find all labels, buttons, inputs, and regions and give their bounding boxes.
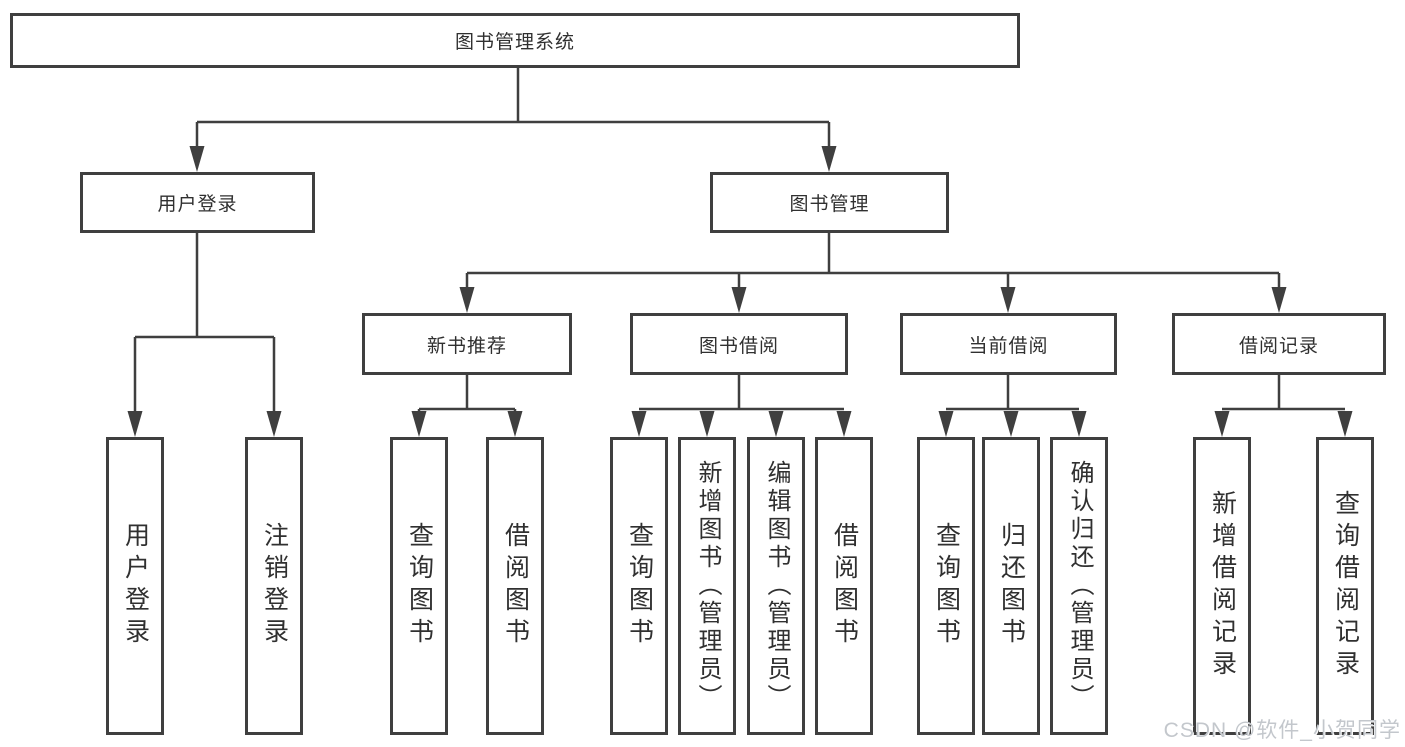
arrowhead-icon — [699, 411, 715, 437]
node-user-login-label: 用户登录 — [157, 194, 238, 215]
node-new-book-recommend: 新书推荐 — [362, 313, 572, 375]
node-borrow-records-label: 借阅记录 — [1238, 335, 1319, 357]
leaf-return-book-label: 归还图书 — [997, 522, 1026, 650]
arrowhead-icon — [768, 411, 784, 437]
node-borrow-records: 借阅记录 — [1172, 313, 1386, 375]
arrowhead-icon — [836, 411, 852, 437]
leaf-query-books-borrowing: 查询图书 — [610, 437, 668, 735]
node-user-login: 用户登录 — [80, 172, 315, 233]
arrowhead-icon — [1337, 411, 1353, 437]
leaf-add-borrow-record: 新增借阅记录 — [1193, 437, 1251, 735]
arrowhead-icon — [411, 411, 427, 437]
arrowhead-icon — [1071, 411, 1087, 437]
leaf-logout: 注销登录 — [245, 437, 303, 735]
leaf-query-books-current: 查询图书 — [917, 437, 975, 735]
edges-new-book-recommend — [411, 375, 523, 437]
leaf-borrow-books-borrowing: 借阅图书 — [815, 437, 873, 735]
arrowhead-icon — [731, 287, 747, 313]
arrowhead-icon — [507, 411, 523, 437]
leaf-borrow-books-recommend-label: 借阅图书 — [501, 522, 530, 650]
leaf-borrow-books-recommend: 借阅图书 — [486, 437, 544, 735]
edges-root — [189, 68, 837, 172]
node-book-management: 图书管理 — [710, 172, 949, 233]
arrowhead-icon — [1214, 411, 1230, 437]
arrowhead-icon — [631, 411, 647, 437]
arrowhead-icon — [459, 287, 475, 313]
leaf-user-login: 用户登录 — [106, 437, 164, 735]
edges-book-borrowing — [631, 375, 852, 437]
leaf-query-borrow-record: 查询借阅记录 — [1316, 437, 1374, 735]
leaf-add-book-admin-label: 新增图书（管理员） — [694, 460, 721, 712]
arrowhead-icon — [127, 411, 143, 437]
edges-book-management — [459, 233, 1287, 313]
leaf-query-books-borrowing-label: 查询图书 — [625, 522, 654, 650]
node-current-borrowing-label: 当前借阅 — [968, 335, 1049, 357]
node-book-borrowing: 图书借阅 — [630, 313, 848, 375]
leaf-query-books-current-label: 查询图书 — [932, 522, 961, 650]
leaf-add-borrow-record-label: 新增借阅记录 — [1208, 490, 1237, 682]
edges-borrow-records — [1214, 375, 1353, 437]
leaf-confirm-return-admin: 确认归还（管理员） — [1050, 437, 1108, 735]
node-book-management-label: 图书管理 — [789, 194, 870, 215]
leaf-user-login-label: 用户登录 — [121, 522, 150, 650]
leaf-add-book-admin: 新增图书（管理员） — [678, 437, 736, 735]
arrowhead-icon — [1000, 287, 1016, 313]
leaf-query-books-recommend: 查询图书 — [390, 437, 448, 735]
edges-current-borrowing — [938, 375, 1087, 437]
leaf-logout-label: 注销登录 — [260, 522, 289, 650]
leaf-query-borrow-record-label: 查询借阅记录 — [1331, 490, 1360, 682]
node-new-book-recommend-label: 新书推荐 — [426, 335, 507, 357]
leaf-query-books-recommend-label: 查询图书 — [405, 522, 434, 650]
node-current-borrowing: 当前借阅 — [900, 313, 1117, 375]
arrowhead-icon — [189, 146, 205, 172]
node-book-borrowing-label: 图书借阅 — [698, 335, 779, 357]
arrowhead-icon — [1003, 411, 1019, 437]
csdn-watermark: CSDN @软件_小贺同学 — [1163, 719, 1401, 742]
edges-user-login — [127, 233, 282, 437]
arrowhead-icon — [938, 411, 954, 437]
leaf-borrow-books-borrowing-label: 借阅图书 — [830, 522, 859, 650]
leaf-return-book: 归还图书 — [982, 437, 1040, 735]
arrowhead-icon — [266, 411, 282, 437]
node-root: 图书管理系统 — [10, 13, 1020, 68]
leaf-edit-book-admin: 编辑图书（管理员） — [747, 437, 805, 735]
node-root-label: 图书管理系统 — [454, 32, 575, 53]
leaf-confirm-return-admin-label: 确认归还（管理员） — [1066, 460, 1093, 712]
arrowhead-icon — [821, 146, 837, 172]
leaf-edit-book-admin-label: 编辑图书（管理员） — [763, 460, 790, 712]
arrowhead-icon — [1271, 287, 1287, 313]
